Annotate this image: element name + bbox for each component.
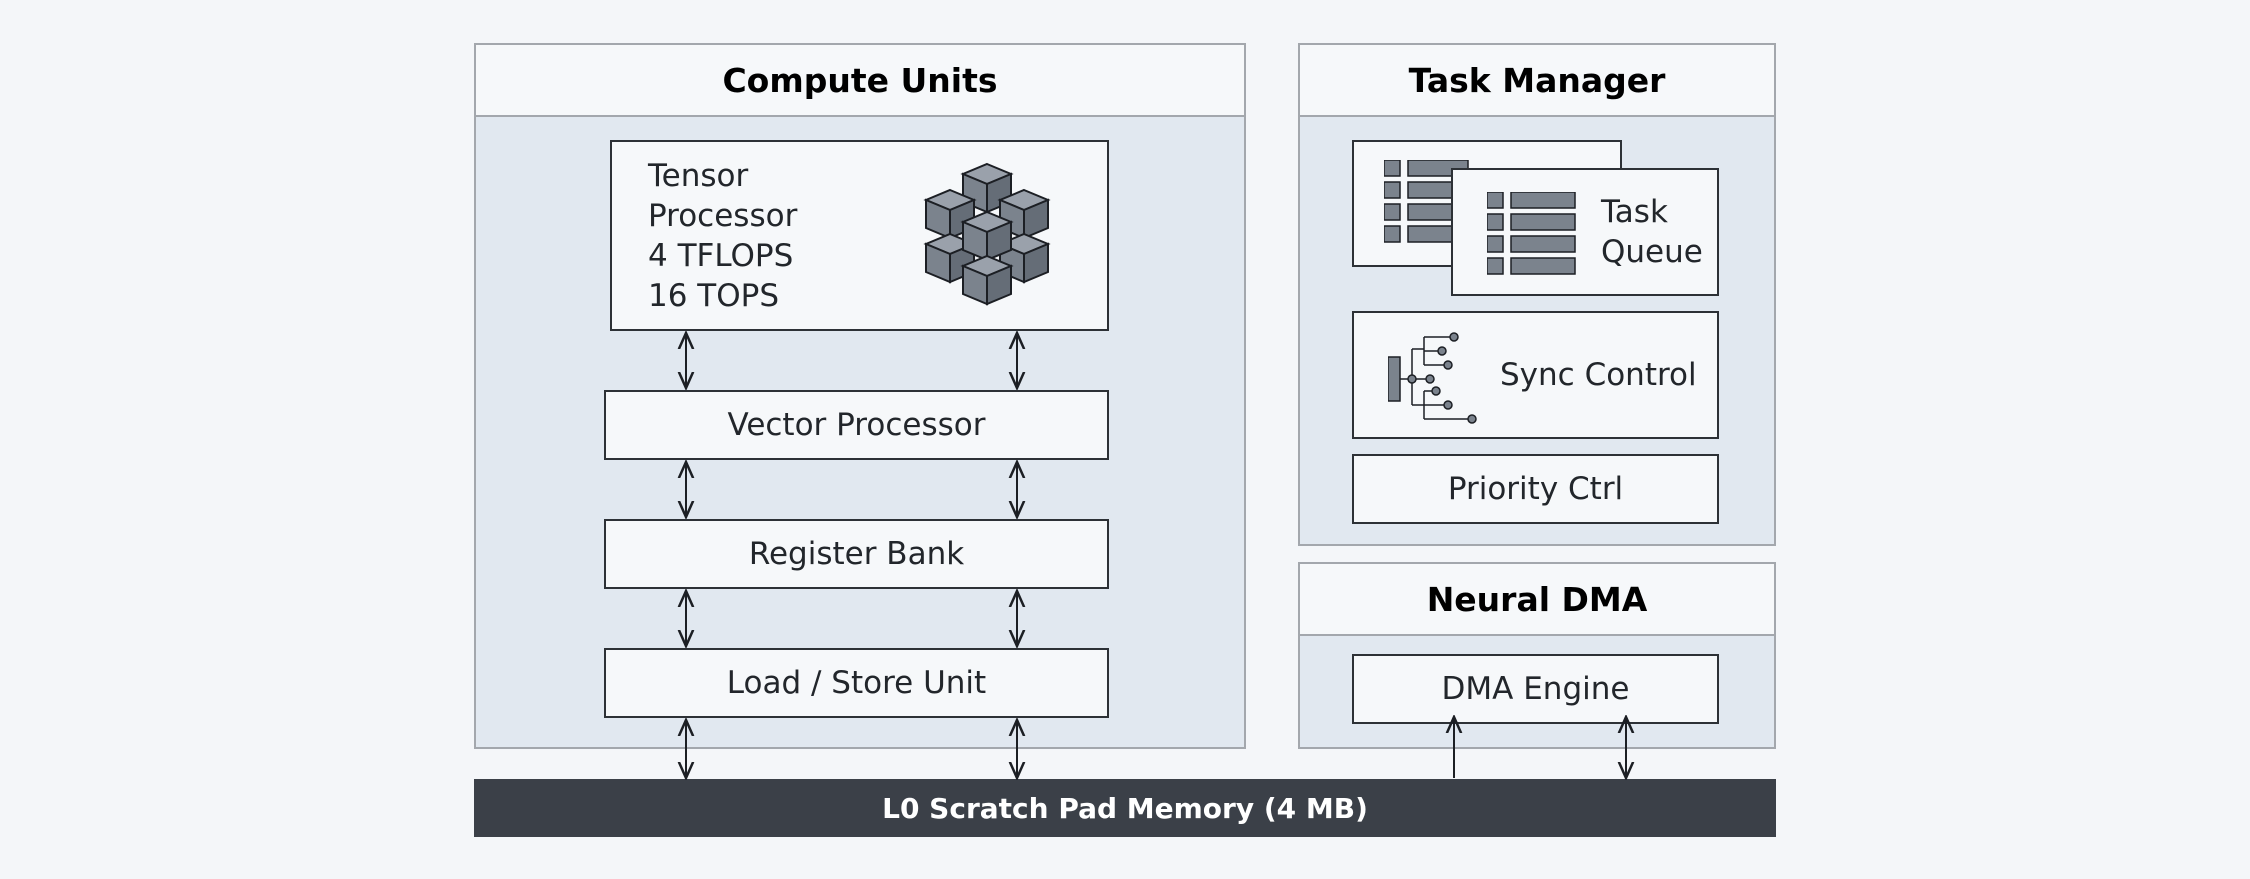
dma-engine-box: DMA Engine [1352, 654, 1719, 724]
compute-units-title: Compute Units [476, 45, 1244, 117]
load-store-unit-box: Load / Store Unit [604, 648, 1109, 718]
tensor-processor-line: Tensor [648, 158, 749, 194]
task-manager-title: Task Manager [1300, 45, 1774, 117]
tensor-processor-label: Tensor Processor 4 TFLOPS 16 TOPS [648, 156, 797, 316]
task-queue-line: Task [1601, 194, 1668, 230]
sync-control-box: Sync Control [1352, 311, 1719, 439]
task-queue-line: Queue [1601, 234, 1703, 270]
scratch-pad-memory-bar: L0 Scratch Pad Memory (4 MB) [474, 779, 1776, 837]
register-bank-box: Register Bank [604, 519, 1109, 589]
tensor-processor-line: Processor [648, 198, 798, 234]
tensor-processor-line: 4 TFLOPS [648, 238, 794, 274]
sync-control-label: Sync Control [1500, 357, 1697, 393]
vector-processor-box: Vector Processor [604, 390, 1109, 460]
task-queue-label: Task Queue [1601, 192, 1703, 272]
list-icon [1487, 192, 1576, 275]
task-queue-box: Task Queue [1451, 168, 1719, 296]
tensor-processor-line: 16 TOPS [648, 278, 780, 314]
priority-ctrl-box: Priority Ctrl [1352, 454, 1719, 524]
tree-network-icon [1388, 332, 1477, 424]
neural-dma-title: Neural DMA [1300, 564, 1774, 636]
tensor-processor-box: Tensor Processor 4 TFLOPS 16 TOPS [610, 140, 1109, 331]
